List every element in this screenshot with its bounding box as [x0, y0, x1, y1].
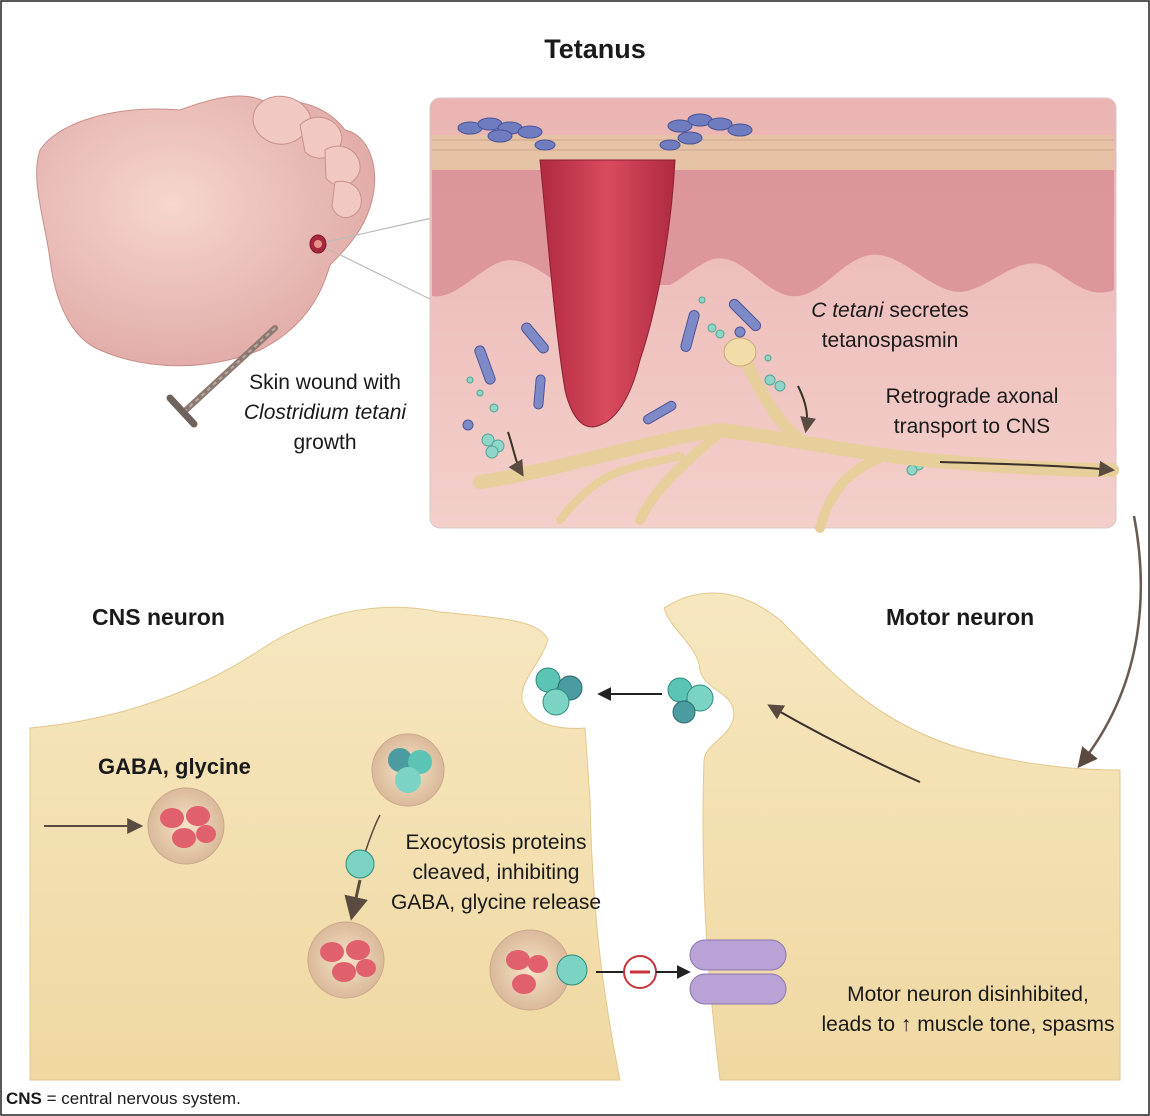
disinhibited-label-line: leads to ↑ muscle tone, spasms — [790, 1010, 1146, 1040]
wound-label-line: growth — [215, 428, 435, 458]
footnote-abbr: CNS — [6, 1089, 42, 1108]
gaba-vesicle — [148, 788, 224, 864]
secretes-label: C tetani secretes tetanospasmin — [790, 296, 990, 356]
gaba-vesicle — [308, 922, 384, 998]
disinhibited-label: Motor neuron disinhibited, leads to ↑ mu… — [790, 980, 1146, 1040]
inhibit-icon — [624, 956, 656, 988]
toxin-icon — [536, 668, 582, 715]
footnote-definition: = central nervous system. — [42, 1089, 241, 1108]
retrograde-label: Retrograde axonal transport to CNS — [852, 382, 1092, 442]
disinhibited-label-line: Motor neuron disinhibited, — [790, 980, 1146, 1010]
footnote: CNS = central nervous system. — [6, 1088, 241, 1110]
toxin-icon — [668, 678, 713, 723]
gaba-glycine-label: GABA, glycine — [98, 752, 251, 782]
secretes-label-italic: C tetani — [811, 299, 883, 322]
secretes-label-line: C tetani secretes — [790, 296, 990, 326]
exocytosis-label-line: GABA, glycine release — [366, 888, 626, 918]
cns-neuron-label: CNS neuron — [92, 602, 225, 632]
transport-arrow — [1080, 516, 1141, 765]
callout-line — [326, 248, 432, 300]
toxin-vesicle — [372, 734, 444, 806]
exocytosis-label-line: Exocytosis proteins — [366, 828, 626, 858]
wound-label-line: Clostridium tetani — [215, 398, 435, 428]
secretes-label-rest: secretes — [884, 299, 969, 322]
exocytosis-label: Exocytosis proteins cleaved, inhibiting … — [366, 828, 626, 918]
retrograde-label-line: Retrograde axonal — [852, 382, 1092, 412]
motor-neuron-label: Motor neuron — [886, 602, 1034, 632]
skin-inset — [430, 98, 1116, 528]
secretes-label-line: tetanospasmin — [790, 326, 990, 356]
wound-label: Skin wound with Clostridium tetani growt… — [215, 368, 435, 458]
foot-illustration — [37, 96, 375, 366]
exocytosis-label-line: cleaved, inhibiting — [366, 858, 626, 888]
wound-label-line: Skin wound with — [215, 368, 435, 398]
diagram-title: Tetanus — [520, 34, 670, 64]
retrograde-label-line: transport to CNS — [852, 412, 1092, 442]
